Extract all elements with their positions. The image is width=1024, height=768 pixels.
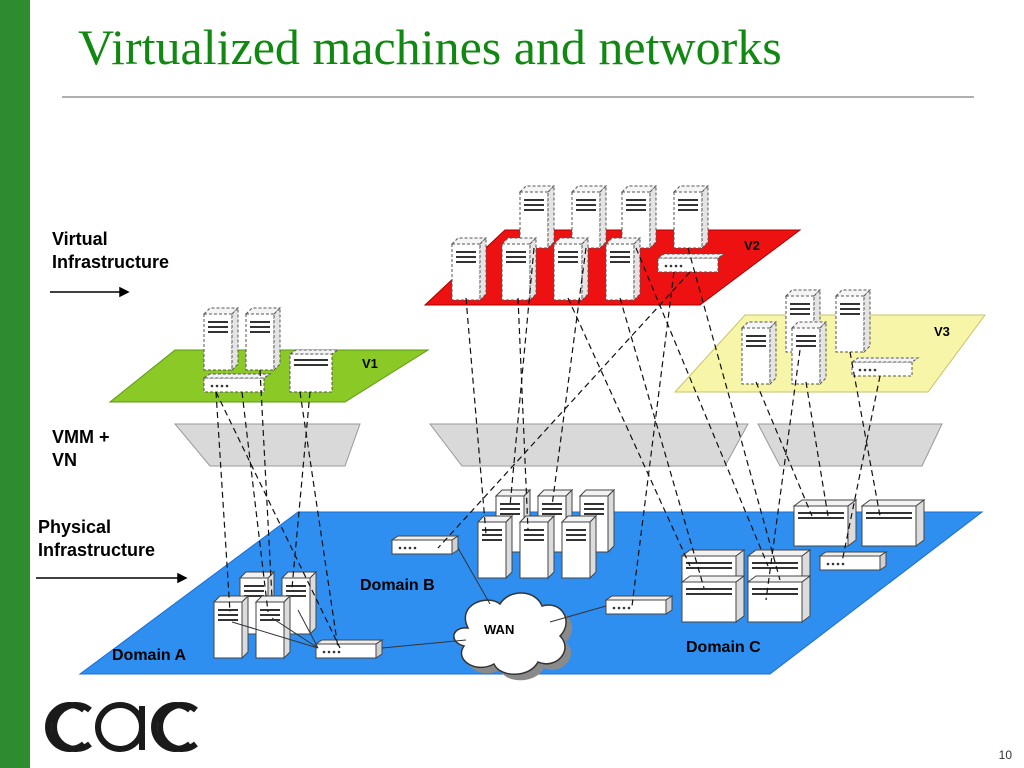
switch-icon <box>391 535 459 555</box>
server-rack-icon <box>747 575 811 623</box>
virtual-server-icon <box>288 349 340 393</box>
domain-c-label: Domain C <box>686 639 761 656</box>
virtual-server-icon <box>605 237 641 301</box>
cac-logo <box>45 702 198 752</box>
wan-label: WAN <box>484 622 515 637</box>
v1-label: V1 <box>362 356 378 371</box>
vmm-trapezoid-1 <box>173 423 361 467</box>
slide-title: Virtualized machines and networks <box>78 19 782 75</box>
server-icon <box>477 515 513 579</box>
virtual-server-icon <box>835 289 871 353</box>
page-number: 10 <box>998 748 1012 762</box>
server-icon <box>561 515 597 579</box>
title-divider <box>62 96 974 98</box>
domain-b-label: Domain B <box>360 577 435 594</box>
virtual-server-icon <box>501 237 537 301</box>
v3-label: V3 <box>934 324 950 339</box>
virtual-server-icon <box>451 237 487 301</box>
server-rack-icon <box>681 575 745 623</box>
v2-label: V2 <box>744 238 760 253</box>
vmm-trapezoid-3 <box>757 423 943 467</box>
vmm-vn-label: VMM + VN <box>52 427 110 471</box>
server-icon <box>213 595 249 659</box>
switch-icon <box>315 639 383 659</box>
virtual-server-icon <box>245 307 281 371</box>
virtual-switch-icon <box>851 357 919 377</box>
virtual-switch-icon <box>657 253 725 273</box>
side-accent-bar <box>0 0 30 768</box>
virtual-server-icon <box>673 185 709 249</box>
wan-cloud-icon <box>453 592 573 681</box>
server-icon <box>519 515 555 579</box>
physical-infrastructure-label: Physical Infrastructure <box>38 517 156 561</box>
domain-a-label: Domain A <box>112 647 187 664</box>
switch-icon <box>605 595 673 615</box>
virtual-server-icon <box>203 307 239 371</box>
v1-plane <box>108 349 430 403</box>
virtual-infrastructure-label: Virtual Infrastructure <box>52 229 170 273</box>
virtual-server-icon <box>741 321 777 385</box>
server-rack-icon <box>861 499 925 547</box>
server-rack-icon <box>793 499 857 547</box>
vmm-trapezoid-2 <box>428 423 749 467</box>
switch-icon <box>819 551 887 571</box>
